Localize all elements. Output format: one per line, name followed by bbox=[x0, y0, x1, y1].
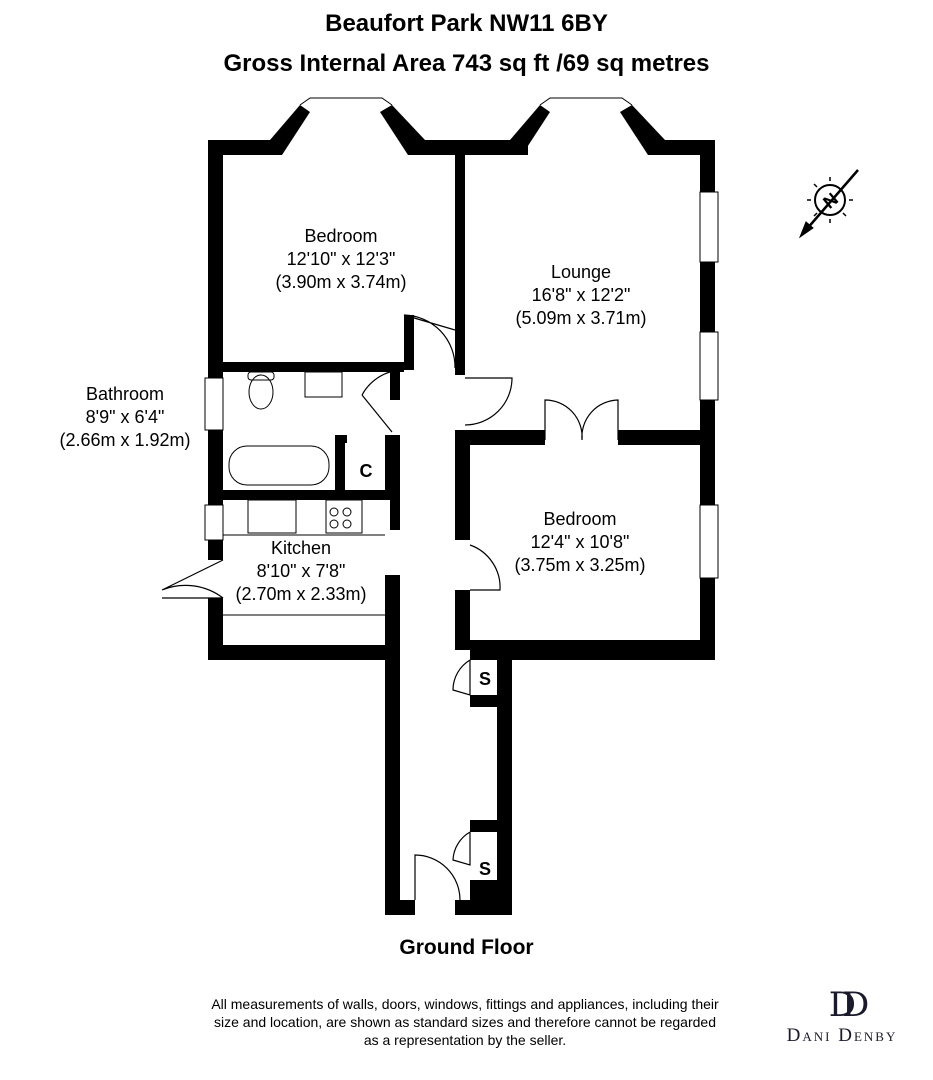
lounge-name: Lounge bbox=[551, 262, 611, 282]
sink-icon bbox=[304, 371, 343, 398]
kitchen-imperial: 8'10" x 7'8" bbox=[257, 561, 346, 581]
kitchen-metric: (2.70m x 2.33m) bbox=[235, 584, 366, 604]
doors bbox=[161, 314, 619, 901]
lounge-metric: (5.09m x 3.71m) bbox=[515, 308, 646, 328]
compass-icon: N bbox=[798, 169, 859, 239]
bedroom2-name: Bedroom bbox=[543, 509, 616, 529]
bedroom2-imperial: 12'4" x 10'8" bbox=[531, 532, 630, 552]
bedroom1-imperial: 12'10" x 12'3" bbox=[287, 249, 396, 269]
bathroom-metric: (2.66m x 1.92m) bbox=[59, 430, 190, 450]
gross-internal-area: Gross Internal Area 743 sq ft /69 sq met… bbox=[223, 50, 710, 77]
storage-label-1: S bbox=[479, 669, 491, 689]
windows bbox=[204, 97, 719, 579]
storage-label-2: S bbox=[479, 859, 491, 879]
bedroom1-name: Bedroom bbox=[304, 226, 377, 246]
property-address: Beaufort Park NW11 6BY bbox=[325, 10, 608, 37]
agent-logo: DD Dani Denby bbox=[762, 985, 922, 1047]
bedroom2-metric: (3.75m x 3.25m) bbox=[514, 555, 645, 575]
room-labels: Bedroom 12'10" x 12'3" (3.90m x 3.74m) L… bbox=[59, 226, 646, 879]
disclaimer: All measurements of walls, doors, window… bbox=[211, 996, 719, 1048]
toilet-icon bbox=[248, 374, 274, 410]
bathroom-name: Bathroom bbox=[86, 384, 164, 404]
kitchen-name: Kitchen bbox=[271, 538, 331, 558]
logo-text: Dani Denby bbox=[786, 1025, 898, 1046]
cupboard-label: C bbox=[360, 461, 373, 481]
walls bbox=[208, 105, 715, 915]
hob-icon bbox=[325, 499, 363, 534]
logo-mark: DD bbox=[828, 985, 870, 1025]
kitchen-sink-icon bbox=[247, 499, 297, 534]
bathroom-imperial: 8'9" x 6'4" bbox=[86, 407, 165, 427]
bath-icon bbox=[228, 445, 330, 486]
bedroom1-metric: (3.90m x 3.74m) bbox=[275, 272, 406, 292]
floor-label: Ground Floor bbox=[399, 936, 534, 959]
lounge-imperial: 16'8" x 12'2" bbox=[532, 285, 631, 305]
fixtures bbox=[223, 371, 385, 616]
